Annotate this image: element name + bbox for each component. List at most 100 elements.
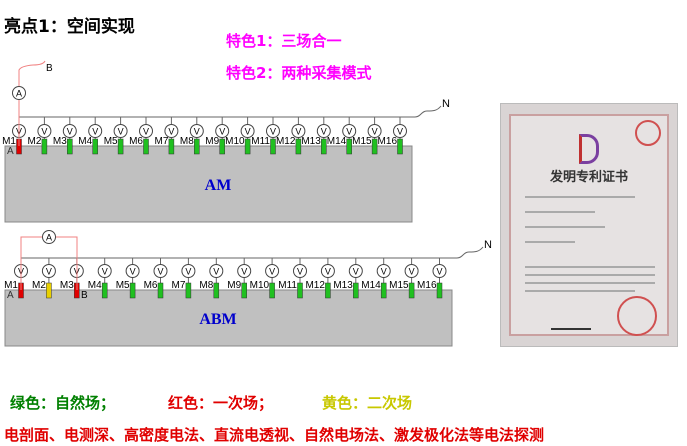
- electrode-label: M16: [417, 280, 437, 291]
- electrode-m6: [143, 138, 149, 155]
- voltmeter-icon: [37, 124, 52, 138]
- voltmeter-label: V: [295, 127, 301, 137]
- voltmeter-icon: [316, 124, 331, 138]
- electrode-label: M3: [60, 280, 74, 291]
- voltmeter-label: V: [219, 127, 225, 137]
- voltmeter-icon: [113, 124, 128, 138]
- voltmeter-label: V: [241, 267, 247, 277]
- voltmeter-icon: [215, 124, 230, 138]
- electrode-label: M2: [32, 280, 46, 291]
- legend-secondary-field: 黄色：二次场: [322, 394, 413, 412]
- voltmeter-label: V: [92, 127, 98, 137]
- voltmeter-icon: [153, 264, 168, 278]
- electrode-m9: [241, 282, 247, 299]
- voltmeter-icon: [139, 124, 153, 138]
- electrode-label: M3: [53, 136, 67, 147]
- legend-primary-field: 红色：一次场；: [168, 394, 274, 412]
- electrode-label: M14: [327, 136, 347, 147]
- ammeter-icon: [12, 86, 26, 100]
- electrode-label: M6: [144, 280, 158, 291]
- electrode-label: M5: [104, 136, 118, 147]
- feature-1: 特色1：三场合一: [226, 32, 342, 50]
- electrode-label: M4: [78, 136, 92, 147]
- electrode-label: M7: [171, 280, 185, 291]
- measurement-wire: [21, 246, 484, 259]
- voltmeter-icon: [367, 124, 382, 138]
- voltmeter-icon: [209, 264, 224, 278]
- array-label: ABM: [199, 311, 236, 328]
- voltmeter-icon: [432, 264, 447, 278]
- electrode-m7: [185, 282, 192, 299]
- voltmeter-icon: [291, 124, 306, 138]
- ground-block: [4, 289, 453, 347]
- electrode-m13: [353, 282, 359, 299]
- electrode-m14: [380, 282, 387, 299]
- voltmeter-label: V: [325, 267, 331, 277]
- point-b-label: B: [46, 63, 53, 74]
- electrode-label: M13: [333, 280, 353, 291]
- electrode-label: M15: [389, 280, 409, 291]
- voltmeter-label: V: [372, 127, 378, 137]
- electrode-label: M16: [378, 136, 398, 147]
- ammeter-label: A: [16, 89, 22, 99]
- voltmeter-icon: [293, 264, 307, 278]
- remote-electrode-n: N: [442, 98, 450, 110]
- electrode-m11: [297, 282, 303, 299]
- voltmeter-icon: [265, 264, 280, 278]
- voltmeter-label: V: [130, 267, 136, 277]
- voltmeter-icon: [62, 124, 77, 138]
- voltmeter-icon: [348, 264, 363, 278]
- electrode-label: M13: [301, 136, 321, 147]
- voltmeter-icon: [97, 264, 112, 278]
- electrode-label: M14: [361, 280, 381, 291]
- ground-block: [4, 145, 413, 223]
- electrode-label: M9: [205, 136, 219, 147]
- voltmeter-icon: [393, 124, 407, 138]
- voltmeter-label: V: [346, 127, 352, 137]
- electrode-m8: [194, 138, 200, 155]
- voltmeter-label: V: [143, 127, 149, 137]
- ammeter-icon: [42, 230, 56, 244]
- electrode-m12: [295, 138, 302, 155]
- electrode-m2: [41, 138, 48, 155]
- voltmeter-label: V: [321, 127, 327, 137]
- electrode-label: M15: [352, 136, 372, 147]
- electrode-label: M11: [251, 136, 270, 147]
- electrode-m12: [325, 282, 331, 299]
- voltmeter-label: V: [118, 127, 124, 137]
- voltmeter-icon: [125, 264, 140, 278]
- electrode-m9: [219, 138, 225, 155]
- voltmeter-label: V: [67, 127, 73, 137]
- current-wire-am: [18, 60, 46, 146]
- remote-electrode-n: N: [484, 239, 492, 251]
- electrode-m3: [67, 138, 73, 155]
- electrode-label: M10: [250, 280, 270, 291]
- voltmeter-icon: [240, 124, 255, 138]
- voltmeter-label: V: [409, 267, 415, 277]
- electrode-label: M2: [27, 136, 41, 147]
- point-a-label: A: [7, 290, 14, 301]
- electrode-m4: [92, 138, 98, 155]
- voltmeter-label: V: [270, 127, 276, 137]
- slide-title: 亮点1：空间实现: [4, 17, 135, 37]
- electrode-m16: [397, 138, 403, 155]
- voltmeter-label: V: [353, 267, 359, 277]
- electrode-m6: [157, 282, 164, 299]
- electrode-m15: [408, 282, 415, 299]
- electrode-label: M8: [180, 136, 194, 147]
- electrode-m10: [269, 282, 275, 299]
- current-wire-abm: [20, 236, 78, 290]
- electrode-label: M12: [305, 280, 325, 291]
- voltmeter-label: V: [269, 267, 275, 277]
- ammeter-label: A: [46, 233, 52, 243]
- electrode-m7: [168, 138, 175, 155]
- patent-certificate-image: 发明专利证书: [500, 103, 678, 347]
- legend-natural-field: 绿色：自然场；: [10, 394, 116, 412]
- electrode-label: M9: [227, 280, 241, 291]
- voltmeter-label: V: [194, 127, 200, 137]
- voltmeter-label: V: [436, 267, 442, 277]
- voltmeter-icon: [164, 124, 179, 138]
- voltmeter-icon: [237, 264, 252, 278]
